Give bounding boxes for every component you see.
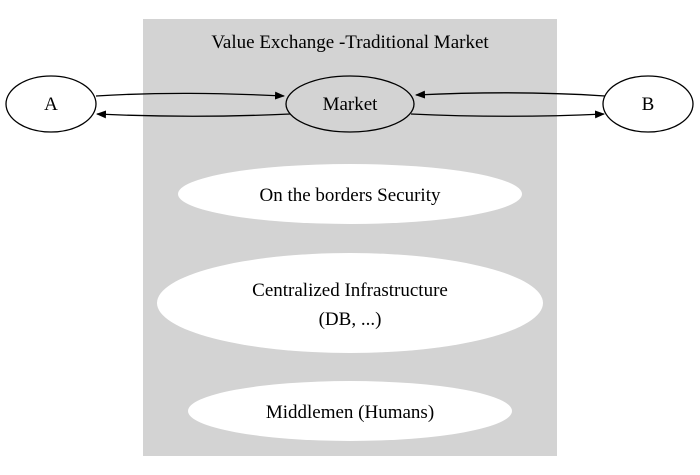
node-b-label: B bbox=[642, 94, 655, 115]
node-b[interactable]: B bbox=[602, 75, 694, 133]
edge-market-to-b[interactable] bbox=[410, 110, 605, 119]
node-market-shape bbox=[285, 75, 415, 133]
edge-market-to-a[interactable] bbox=[96, 110, 291, 119]
node-security-shape bbox=[178, 164, 522, 224]
node-a[interactable]: A bbox=[5, 75, 97, 133]
node-market-label: Market bbox=[323, 94, 379, 115]
edges bbox=[95, 90, 606, 119]
node-a-label: A bbox=[44, 94, 58, 115]
edge-a-to-market[interactable] bbox=[95, 91, 285, 100]
node-infrastructure[interactable]: Centralized Infrastructure (DB, ...) bbox=[157, 253, 543, 353]
cluster-title: Value Exchange -Traditional Market bbox=[211, 32, 489, 53]
node-security-label: On the borders Security bbox=[260, 185, 441, 206]
node-infrastructure-label-line2: (DB, ...) bbox=[319, 309, 382, 330]
node-infrastructure-label-line1: Centralized Infrastructure bbox=[252, 280, 448, 301]
node-b-shape bbox=[602, 75, 694, 133]
node-middlemen[interactable]: Middlemen (Humans) bbox=[188, 381, 512, 441]
node-middlemen-shape bbox=[188, 381, 512, 441]
node-market[interactable]: Market bbox=[285, 75, 415, 133]
node-infrastructure-shape bbox=[157, 253, 543, 353]
node-middlemen-label: Middlemen (Humans) bbox=[266, 402, 434, 423]
node-a-shape bbox=[5, 75, 97, 133]
node-security[interactable]: On the borders Security bbox=[178, 164, 522, 224]
edge-b-to-market[interactable] bbox=[415, 90, 606, 99]
